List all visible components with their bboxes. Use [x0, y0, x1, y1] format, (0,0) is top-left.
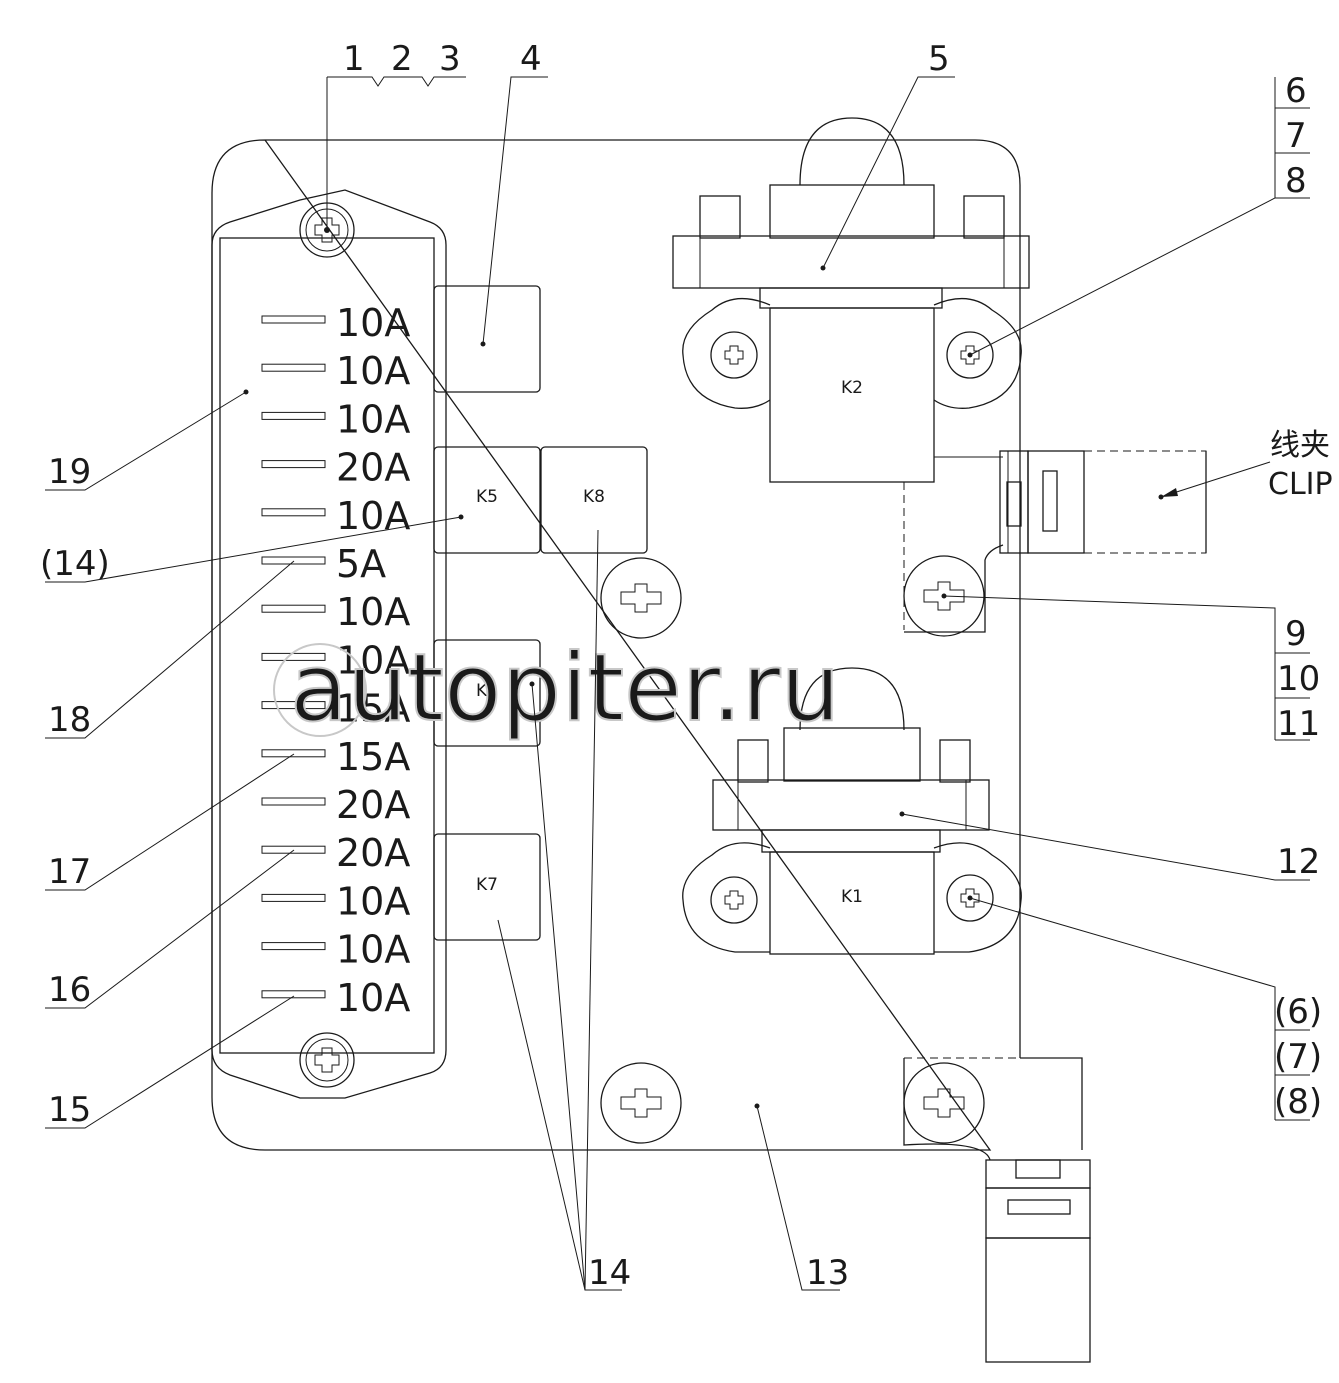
fuse-row: 20A	[261, 783, 410, 827]
fuse-rating: 10A	[336, 638, 410, 682]
callout-15: 15	[48, 1090, 91, 1130]
fuse-slot	[261, 942, 326, 951]
callout-labels: 1 2 3 4 5 6 7 8 线夹 CLIP 9 10 11 12 (6) (…	[40, 39, 1333, 1293]
fuse-row: 10A	[261, 976, 410, 1020]
callout-18: 18	[48, 700, 91, 740]
fuse-slot	[261, 701, 326, 710]
fuse-slot	[261, 990, 326, 999]
fuse-slot	[261, 604, 326, 613]
callout-8: 8	[1285, 161, 1307, 201]
fuse-rating: 10A	[336, 928, 410, 972]
callout-2: 2	[391, 39, 413, 79]
fuse-rating: 10A	[336, 494, 410, 538]
fuse-slot	[261, 508, 326, 517]
relay-k1-assembly: K1	[682, 667, 1022, 955]
callout-14: 14	[588, 1253, 631, 1293]
fuse-rating: 10A	[336, 976, 410, 1020]
callout-7-ref: (7)	[1274, 1037, 1322, 1077]
fuse-rating: 10A	[336, 397, 410, 441]
fuse-slot	[261, 749, 326, 758]
callout-7: 7	[1285, 116, 1307, 156]
fuse-slot	[261, 556, 326, 565]
callout-6-ref: (6)	[1274, 992, 1322, 1032]
fuse-slot	[261, 411, 326, 420]
fuse-row: 10A	[261, 879, 410, 923]
plate-screw-bottom	[600, 1062, 682, 1144]
plate-screw-mid	[600, 557, 682, 639]
clip-label-zh: 线夹	[1270, 428, 1330, 463]
fuse-rating: 20A	[336, 831, 410, 875]
fuse-row: 20A	[261, 831, 410, 875]
callout-5: 5	[928, 39, 950, 79]
clip-label-en: CLIP	[1268, 467, 1333, 502]
fuse-row: 10A	[261, 349, 410, 393]
relay-k2-assembly: K2	[672, 117, 1030, 483]
relay-k1-label: K1	[841, 887, 863, 907]
relay-k5: K5	[433, 446, 541, 554]
callout-19: 19	[48, 452, 91, 492]
fuse-rating: 15A	[336, 735, 410, 779]
fuse-row: 15A	[261, 735, 410, 779]
fuse-row: 15A	[261, 687, 410, 731]
callout-13: 13	[806, 1253, 849, 1293]
fuse-row: 20A	[261, 446, 410, 490]
relay-k7: K7	[433, 833, 541, 941]
fuse-slot	[261, 893, 326, 902]
fuse-row: 10A	[261, 494, 410, 538]
fuse-row: 10A	[261, 590, 410, 634]
fuse-row: 10A	[261, 397, 410, 441]
fuse-rating: 10A	[336, 879, 410, 923]
fuse-row: 5A	[261, 542, 386, 586]
relay-k2-label: K2	[841, 378, 863, 398]
fuse-slot	[261, 460, 326, 469]
callout-6: 6	[1285, 71, 1307, 111]
callout-3: 3	[439, 39, 461, 79]
fuse-rating: 10A	[336, 349, 410, 393]
callout-17: 17	[48, 852, 91, 892]
callout-14-ref: (14)	[40, 544, 110, 584]
watermark-text: autopiter.ru	[290, 634, 840, 743]
relay-k8-label: K8	[583, 487, 605, 507]
watermark: autopiter.ru	[273, 633, 841, 744]
callout-11: 11	[1277, 704, 1320, 744]
fuse-rating: 10A	[336, 301, 410, 345]
callout-1: 1	[343, 39, 365, 79]
callout-10: 10	[1277, 659, 1320, 699]
fuse-rating: 5A	[336, 542, 386, 586]
fuse-rating: 20A	[336, 446, 410, 490]
fuse-rating: 10A	[336, 590, 410, 634]
callout-8-ref: (8)	[1274, 1082, 1322, 1122]
bottom-bracket-assembly	[903, 1057, 1091, 1363]
fuse-block-bottom-screw	[299, 1032, 355, 1088]
fuse-slot	[261, 315, 326, 324]
callout-9: 9	[1285, 614, 1307, 654]
fuse-rating: 20A	[336, 783, 410, 827]
callout-12: 12	[1277, 842, 1320, 882]
harness-clip-assembly	[903, 450, 1207, 637]
fuse-slot	[261, 797, 326, 806]
callout-4: 4	[520, 39, 542, 79]
fuse-row: 10A	[261, 928, 410, 972]
fuse-row: 10A	[261, 638, 410, 682]
relay-k8: K8	[540, 446, 648, 554]
fuse-slot	[261, 845, 326, 854]
relay-k3-label: K3	[476, 681, 498, 701]
fuse-rating: 15A	[336, 687, 410, 731]
fuse-list: 10A10A10A20A10A5A10A10A15A15A20A20A10A10…	[261, 301, 410, 1020]
callout-16: 16	[48, 970, 91, 1010]
fuse-row: 10A	[261, 301, 410, 345]
relay-k7-label: K7	[476, 875, 498, 895]
relay-k5-label: K5	[476, 487, 498, 507]
fuse-slot	[261, 363, 326, 372]
leader-lines	[45, 76, 1310, 1291]
